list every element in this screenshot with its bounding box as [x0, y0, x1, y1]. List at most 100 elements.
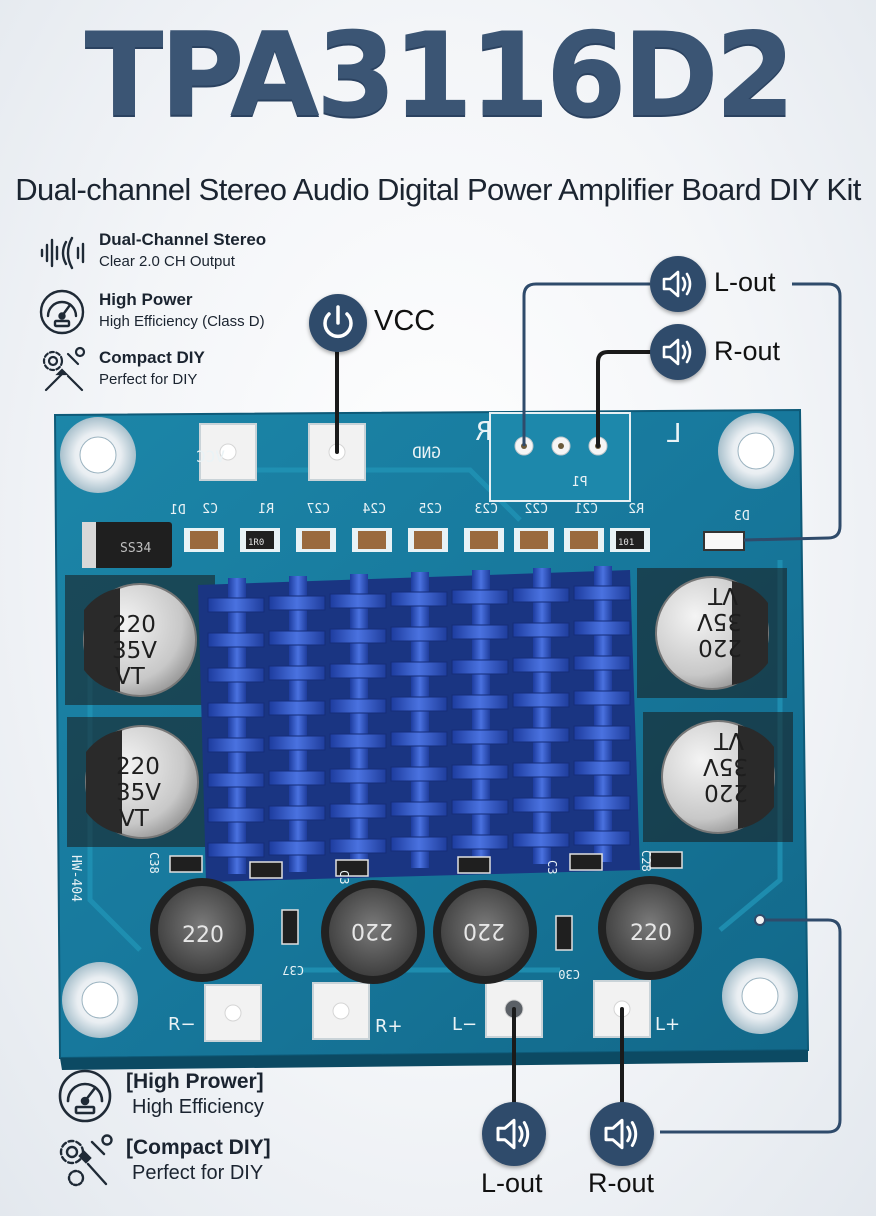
heatsink-fin-segment: [512, 657, 570, 673]
vcc-label: VCC: [374, 305, 436, 337]
feature-desc: High Efficiency: [132, 1096, 264, 1118]
silk-d1: D1: [170, 503, 186, 518]
smd-r1: [240, 528, 280, 552]
silk-c3a: C3: [337, 870, 351, 884]
feature-desc: Perfect for DIY: [132, 1162, 264, 1184]
heatsink-fin-segment: [207, 807, 265, 823]
inductor-value-3: 220: [463, 918, 505, 943]
heatsink-fin: [594, 566, 612, 862]
gauge-icon: [39, 289, 85, 335]
feature-desc: Clear 2.0 CH Output: [99, 253, 235, 270]
r-out-top-label: R-out: [714, 336, 781, 366]
heatsink-fin-segment: [451, 589, 509, 605]
inductor-value-2: 220: [351, 918, 393, 943]
feature-title: Dual-Channel Stereo: [99, 230, 267, 249]
heatsink-fin-segment: [329, 803, 387, 819]
cap-text-1: 220: [112, 612, 156, 638]
heatsink-fin-segment: [390, 696, 448, 712]
l-out-bottom-callout: [482, 1102, 546, 1166]
heatsink-fin-segment: [329, 698, 387, 714]
silk-vcc: VCC: [196, 447, 225, 466]
gear-tools-icon: [59, 1134, 113, 1187]
mounting-holes: [60, 413, 798, 1038]
heatsink-fin-segment: [390, 591, 448, 607]
cap-text-10: 220: [704, 779, 748, 805]
feature-title: [Compact DIY]: [126, 1136, 271, 1159]
cap-text-8: 35V: [697, 608, 742, 634]
silk-c38: C38: [147, 852, 161, 874]
heatsink-fin-segment: [512, 832, 570, 848]
silk-c22: C22: [525, 502, 548, 517]
r-out-bottom-bracket: [660, 918, 842, 1134]
heatsink-fin-segment: [207, 667, 265, 683]
smd-c23: [464, 528, 504, 552]
diode-d1: [82, 522, 172, 568]
feature-desc: High Efficiency (Class D): [99, 313, 265, 330]
heatsink-fin-segment: [329, 663, 387, 679]
heatsink-fin-segment: [573, 725, 631, 741]
r-out-bottom-label: R-out: [588, 1168, 655, 1198]
smd-c27: [296, 528, 336, 552]
silk-r-plus: R+: [375, 1016, 403, 1037]
heatsink-fin-segment: [390, 661, 448, 677]
silk-c27: C27: [307, 502, 330, 517]
gauge-icon: [58, 1069, 112, 1123]
cap-text-6: VT: [119, 806, 150, 832]
capacitors: [65, 568, 793, 847]
heatsink-fin-segment: [573, 795, 631, 811]
heatsink-fin-segment: [329, 733, 387, 749]
smd-c2: [184, 528, 224, 552]
silk-c21: C21: [575, 502, 598, 517]
product-subtitle: Dual-channel Stereo Audio Digital Power …: [15, 172, 861, 207]
heatsink-fin-segment: [207, 632, 265, 648]
heatsink-fin-segment: [451, 799, 509, 815]
smd-c22: [514, 528, 554, 552]
inductors: [150, 876, 702, 984]
heatsink-fin-segment: [329, 593, 387, 609]
cap-text-2: 35V: [112, 638, 157, 664]
led-d3: [703, 531, 745, 551]
feature-title: High Power: [99, 290, 193, 309]
diode-code: SS34: [120, 541, 151, 556]
heatsink-fin-segment: [207, 772, 265, 788]
heatsink-fin-segment: [390, 626, 448, 642]
r-out-top-callout: [650, 324, 706, 380]
heatsink-fin: [472, 570, 490, 866]
silk-l-minus: L−: [452, 1014, 477, 1035]
l-out-top-callout: [650, 256, 706, 312]
silk-r1: R1: [258, 502, 274, 517]
smd-c21: [564, 528, 604, 552]
silk-c23: C23: [475, 502, 498, 517]
l-out-top-label: L-out: [714, 267, 776, 297]
smd-r2: [610, 528, 650, 552]
speaker-icon: [662, 338, 692, 366]
cap-text-4: 220: [116, 754, 160, 780]
board-model: HW-404: [68, 855, 83, 902]
l-out-top-line: [522, 282, 650, 446]
heatsink-fin: [289, 576, 307, 872]
r-out-bottom-callout: [590, 1102, 654, 1166]
silk-c37: C37: [282, 963, 304, 977]
heatsink-fin-segment: [329, 628, 387, 644]
heatsink-fin-segment: [512, 622, 570, 638]
gear-tools-icon: [42, 346, 86, 392]
heatsink-fin-segment: [390, 836, 448, 852]
silk-c2: C2: [202, 502, 218, 517]
heatsink: [198, 566, 640, 882]
silk-c28: C28: [639, 850, 653, 872]
silk-l-plus: L+: [655, 1014, 680, 1035]
heatsink-fin-segment: [268, 595, 326, 611]
heatsink-fin-segment: [451, 764, 509, 780]
r-out-top-line: [596, 350, 652, 448]
inductor-value-1: 220: [182, 923, 224, 948]
silk-c30: C30: [558, 967, 580, 981]
heatsink-fin: [411, 572, 429, 868]
heatsink-fin-segment: [329, 838, 387, 854]
d3-bracket-line: [743, 282, 842, 542]
power-icon: [323, 305, 353, 339]
vcc-callout: [309, 294, 367, 352]
feature-compact-diy-bottom: [Compact DIY] Perfect for DIY: [54, 1134, 354, 1190]
speaker-icon: [604, 1118, 638, 1150]
resistor-code: 1R0: [248, 538, 264, 548]
heatsink-fin-segment: [390, 766, 448, 782]
